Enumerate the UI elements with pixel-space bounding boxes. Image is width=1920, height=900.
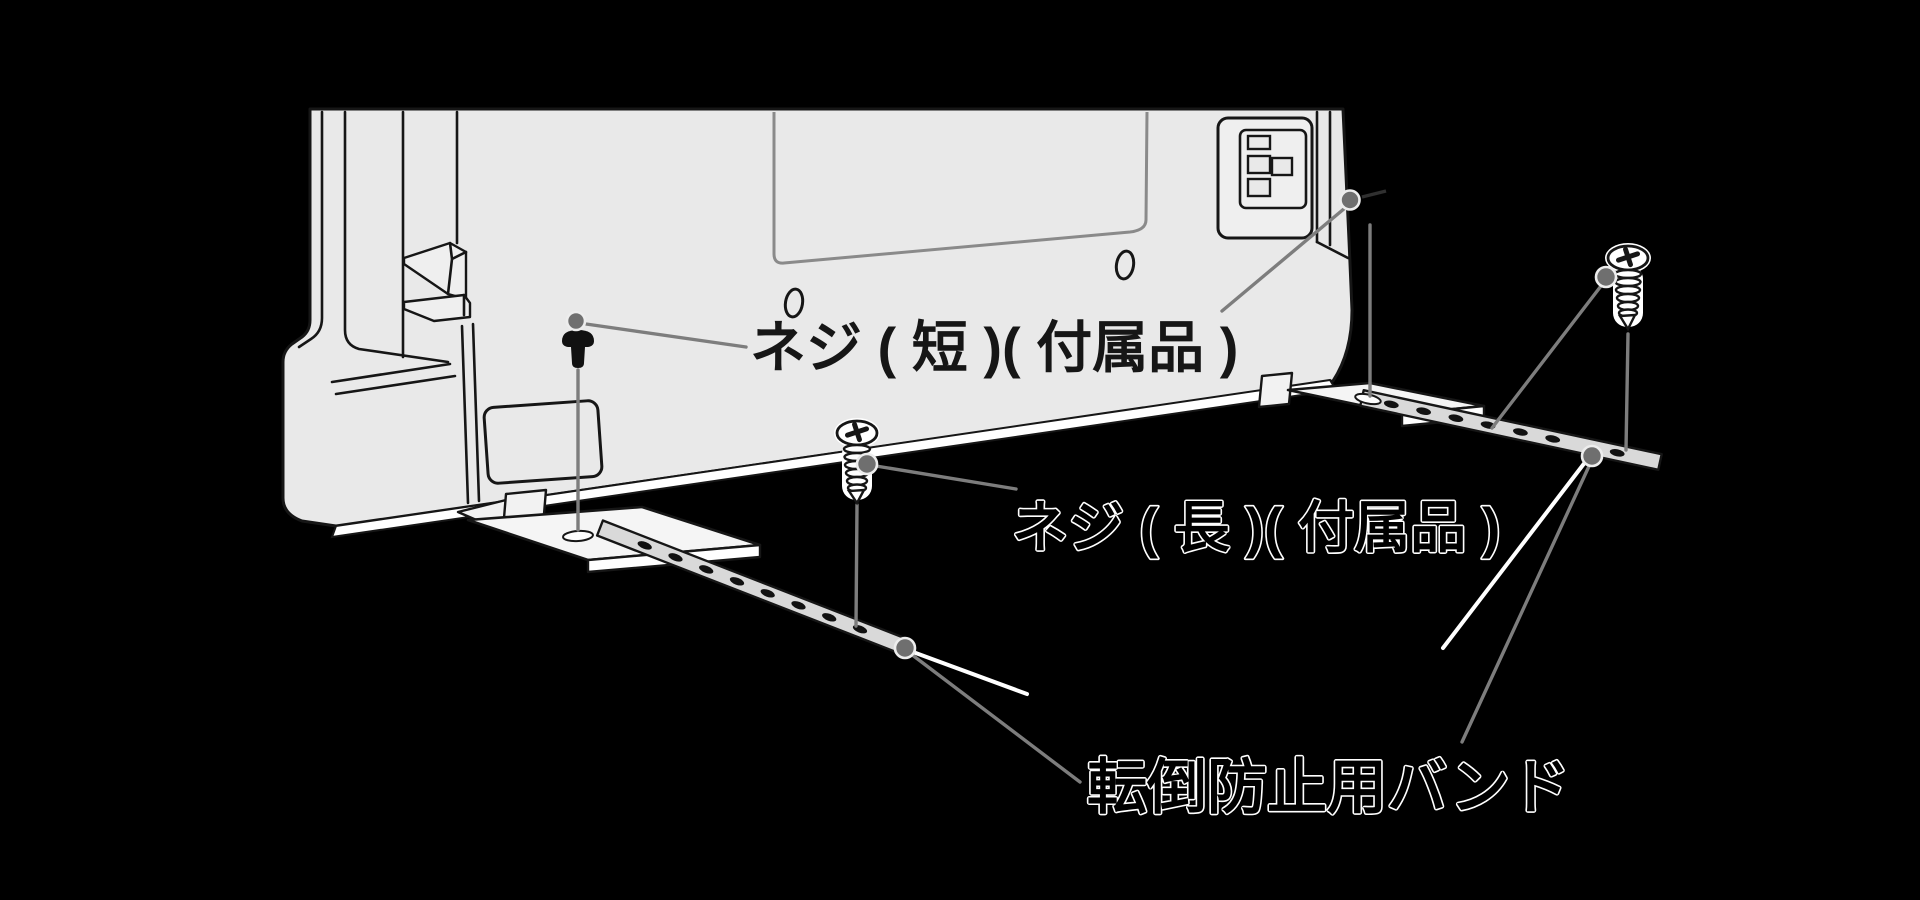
leader-lines: [576, 189, 1630, 784]
white-pointer-lines: [911, 459, 1588, 696]
right-bezel-edges: [1315, 110, 1350, 260]
marker-dots: [565, 189, 1618, 660]
leader-short-screw-to-label: [584, 322, 748, 349]
phillips-cross-icon: [1615, 246, 1641, 268]
marker-dot-right-band: [1580, 444, 1604, 468]
label-anti-tip-band: 転倒防止用バンド: [1087, 754, 1570, 821]
label-screw-short: ネジ ( 短 )( 付属品 ): [750, 316, 1238, 379]
leader-right-band-to-label: [1460, 462, 1592, 744]
side-bracket-wedges: [402, 241, 472, 323]
vent-hole-right: [1114, 249, 1136, 281]
pointer-right-screw-to-band: [1624, 332, 1630, 452]
marker-dot-left-band: [893, 636, 917, 660]
marker-dot-center-screw: [855, 452, 879, 476]
appliance-rear-panel: [281, 107, 1354, 539]
white-pointer-right-band: [1441, 459, 1588, 650]
short-screw: [562, 330, 594, 368]
leader-left-band-to-label: [909, 652, 1082, 784]
marker-dot-short-screw: [565, 310, 587, 332]
long-screw-right: [1605, 243, 1651, 332]
leader-right-screw-dot-to-band: [1490, 284, 1603, 430]
label-screw-long: ネジ ( 長 )( 付属品 ): [1012, 496, 1500, 559]
hidden-screw-tick: [1361, 189, 1387, 199]
marker-dot-top-right: [1339, 189, 1361, 211]
marker-dot-right-screw: [1594, 265, 1618, 289]
phillips-cross-icon: [844, 421, 870, 443]
pointer-center-screw-to-band: [854, 503, 859, 628]
recessed-panel-edge: [772, 111, 1149, 265]
leader-top-right-dot-to-label: [1220, 206, 1347, 313]
white-pointer-left-band: [911, 650, 1029, 696]
ac-inlet-block: [1216, 116, 1314, 240]
leader-center-screw-to-long-label: [874, 464, 1018, 491]
vent-hole-left: [783, 287, 805, 319]
screw-tip: [846, 488, 867, 506]
screw-tip: [1617, 313, 1638, 332]
panel-opening: [482, 399, 604, 485]
left-side-channel: [297, 110, 481, 505]
